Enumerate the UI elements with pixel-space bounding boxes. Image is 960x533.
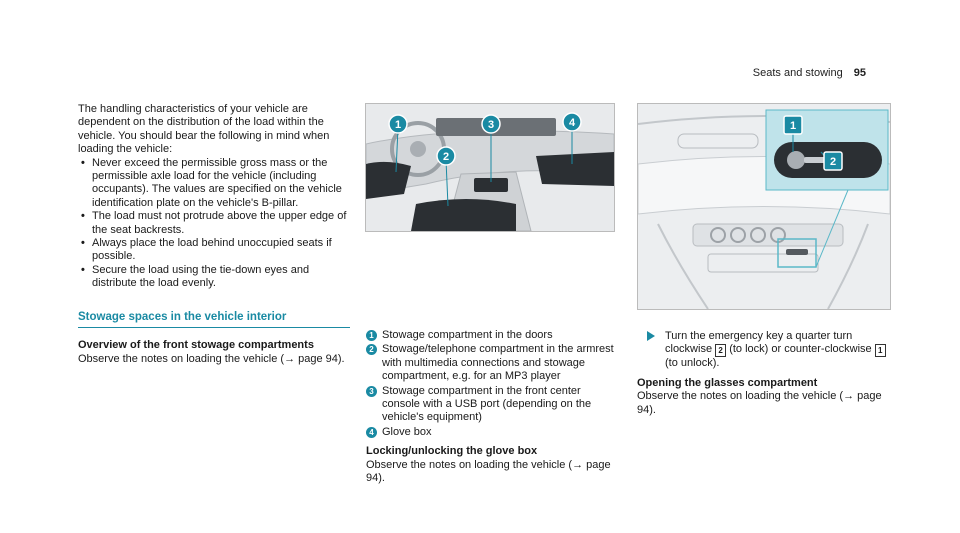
list-item: Never exceed the permissible gross mass … — [78, 157, 350, 211]
svg-text:2: 2 — [830, 156, 836, 168]
step-arrow-icon — [647, 331, 655, 341]
legend-text: Stowage/telephone compartment in the arm… — [382, 343, 614, 383]
legend-number: 1 — [366, 330, 377, 341]
svg-text:4: 4 — [569, 117, 576, 129]
svg-text:1: 1 — [790, 120, 796, 132]
list-item: 1 Stowage compartment in the doors — [366, 329, 616, 342]
legend-text: Stowage compartment in the doors — [382, 329, 553, 341]
glasses-title: Opening the glasses compartment — [637, 376, 818, 389]
interior-illustration: 1 2 3 4 — [366, 104, 614, 231]
column-right: Turn the emergency key a quarter turn cl… — [637, 330, 889, 417]
list-item: 4 Glove box — [366, 426, 616, 439]
list-item: 3 Stowage compartment in the front center… — [366, 385, 616, 425]
overview-title: Overview of the front stowage compartmen… — [78, 339, 314, 352]
callout-2: 2 — [436, 146, 456, 166]
instruction-step: Turn the emergency key a quarter turn cl… — [645, 330, 889, 371]
loading-intro: The handling characteristics of your veh… — [78, 103, 330, 156]
section-title: Stowage spaces in the vehicle interior — [78, 311, 350, 329]
legend-number: 3 — [366, 385, 377, 397]
step-text-part3: (to unlock). — [665, 357, 720, 370]
callout-1: 1 — [388, 114, 408, 134]
loading-rules-list: Never exceed the permissible gross mass … — [78, 157, 350, 291]
list-item: 2 Stowage/telephone compartment in the ar… — [366, 343, 616, 383]
glasses-compartment-illustration: 1 2 — [638, 104, 890, 309]
overview-body[interactable]: Observe the notes on loading the vehicle… — [78, 352, 345, 365]
page-header: Seats and stowing 95 — [753, 67, 866, 79]
callout-1: 1 — [783, 115, 803, 135]
list-item: Secure the load using the tie-down eyes … — [78, 264, 350, 291]
section-name: Seats and stowing — [752, 67, 843, 79]
callout-3: 3 — [481, 114, 501, 134]
svg-text:3: 3 — [488, 119, 494, 131]
glovebox-body[interactable]: Observe the notes on loading the vehicle… — [366, 458, 611, 485]
list-item: The load must not protrude above the upp… — [78, 210, 350, 237]
glovebox-title: Locking/unlocking the glove box — [366, 445, 538, 458]
step-text-part2: (to lock) or counter-clockwise — [729, 343, 872, 356]
step-text-part1: Turn the emergency key a quarter turn cl… — [665, 330, 853, 356]
legend-number: 4 — [366, 426, 377, 438]
column-left: The handling characteristics of your veh… — [78, 103, 350, 366]
callout-2: 2 — [823, 151, 843, 171]
legend-text: Stowage compartment in the front center … — [382, 384, 592, 424]
legend-text: Glove box — [382, 425, 432, 438]
glasses-compartment-figure: 1 2 — [637, 103, 891, 310]
page-number: 95 — [853, 67, 866, 79]
svg-text:2: 2 — [443, 151, 449, 163]
interior-stowage-figure: 1 2 3 4 — [365, 103, 615, 232]
list-item: Always place the load behind unoccupied … — [78, 237, 350, 264]
key-1-symbol: 1 — [874, 344, 886, 358]
key-2-symbol: 2 — [715, 344, 727, 358]
svg-text:1: 1 — [395, 119, 401, 131]
callout-4: 4 — [562, 112, 582, 132]
legend-number: 2 — [366, 344, 377, 356]
glasses-body[interactable]: Observe the notes on loading the vehicle… — [637, 390, 882, 416]
